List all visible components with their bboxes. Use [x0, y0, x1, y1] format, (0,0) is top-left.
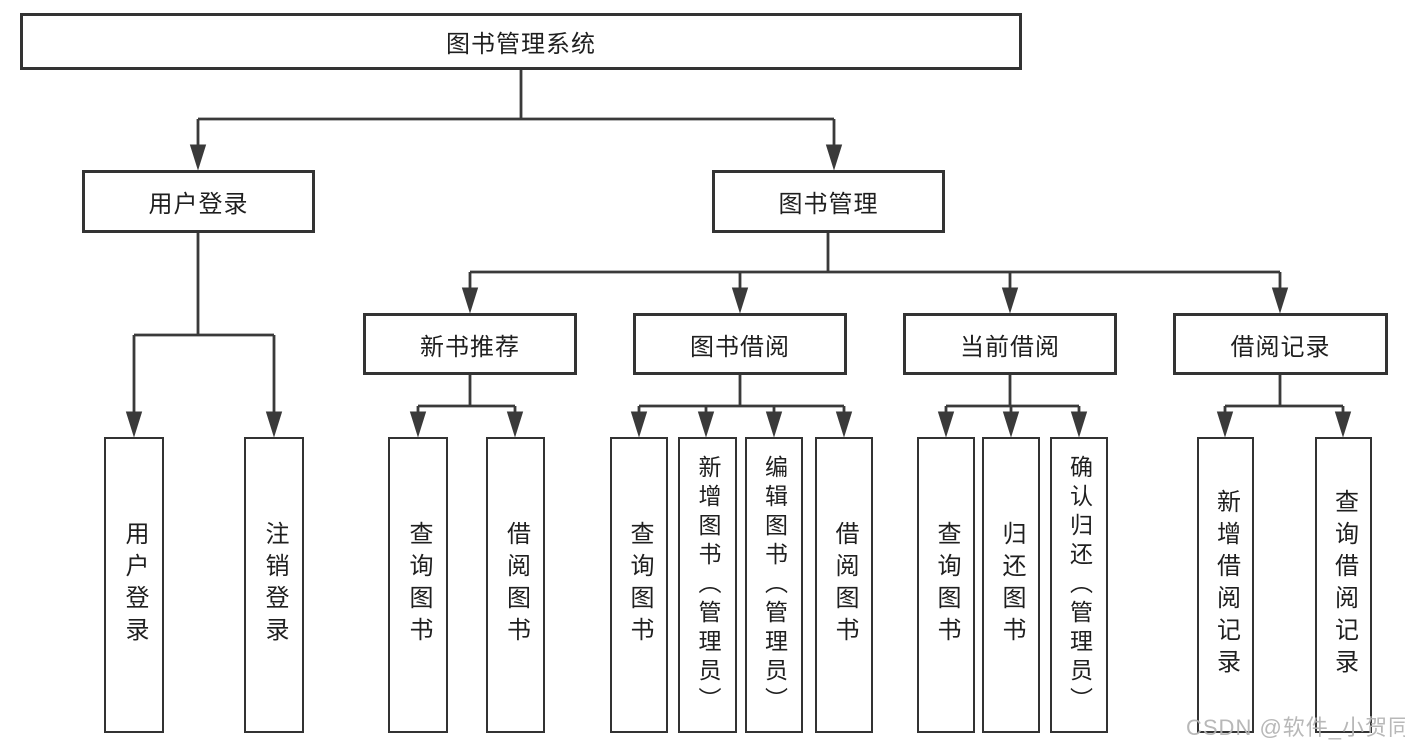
node-book-management: 图书管理: [712, 170, 945, 233]
leaf-query-books: 查询图书: [388, 437, 448, 733]
leaf-edit-book-admin: 编辑图书（管理员）: [745, 437, 803, 733]
arrowhead-icon: [1271, 287, 1289, 314]
leaf-logout: 注销登录: [244, 437, 304, 733]
arrowhead-icon: [1002, 411, 1020, 438]
arrowhead-icon: [461, 287, 479, 314]
arrowhead-icon: [835, 411, 853, 438]
arrowhead-icon: [265, 411, 283, 438]
arrowhead-icon: [1070, 411, 1088, 438]
leaf-query-books-2: 查询图书: [610, 437, 668, 733]
arrowhead-icon: [765, 411, 783, 438]
arrowhead-icon: [189, 144, 207, 171]
node-new-book-recommend: 新书推荐: [363, 313, 577, 375]
arrowhead-icon: [697, 411, 715, 438]
arrowhead-icon: [937, 411, 955, 438]
leaf-return-books: 归还图书: [982, 437, 1040, 733]
leaf-add-book-admin: 新增图书（管理员）: [678, 437, 737, 733]
leaf-borrow-books-2: 借阅图书: [815, 437, 873, 733]
leaf-user-login: 用户登录: [104, 437, 164, 733]
leaf-confirm-return-admin: 确认归还（管理员）: [1050, 437, 1108, 733]
leaf-borrow-books: 借阅图书: [486, 437, 545, 733]
leaf-add-borrow-record: 新增借阅记录: [1197, 437, 1254, 733]
node-current-borrow: 当前借阅: [903, 313, 1117, 375]
arrowhead-icon: [506, 411, 524, 438]
node-user-login: 用户登录: [82, 170, 315, 233]
leaf-query-borrow-record: 查询借阅记录: [1315, 437, 1372, 733]
arrowhead-icon: [409, 411, 427, 438]
watermark: CSDN @软件_小贺同学: [1186, 715, 1405, 740]
node-book-borrow: 图书借阅: [633, 313, 847, 375]
arrowhead-icon: [1001, 287, 1019, 314]
arrowhead-icon: [630, 411, 648, 438]
arrowhead-icon: [731, 287, 749, 314]
node-borrow-records: 借阅记录: [1173, 313, 1388, 375]
node-root: 图书管理系统: [20, 13, 1022, 70]
arrowhead-icon: [1334, 411, 1352, 438]
arrowhead-icon: [1216, 411, 1234, 438]
arrowhead-icon: [825, 144, 843, 171]
leaf-query-books-3: 查询图书: [917, 437, 975, 733]
arrowhead-icon: [125, 411, 143, 438]
